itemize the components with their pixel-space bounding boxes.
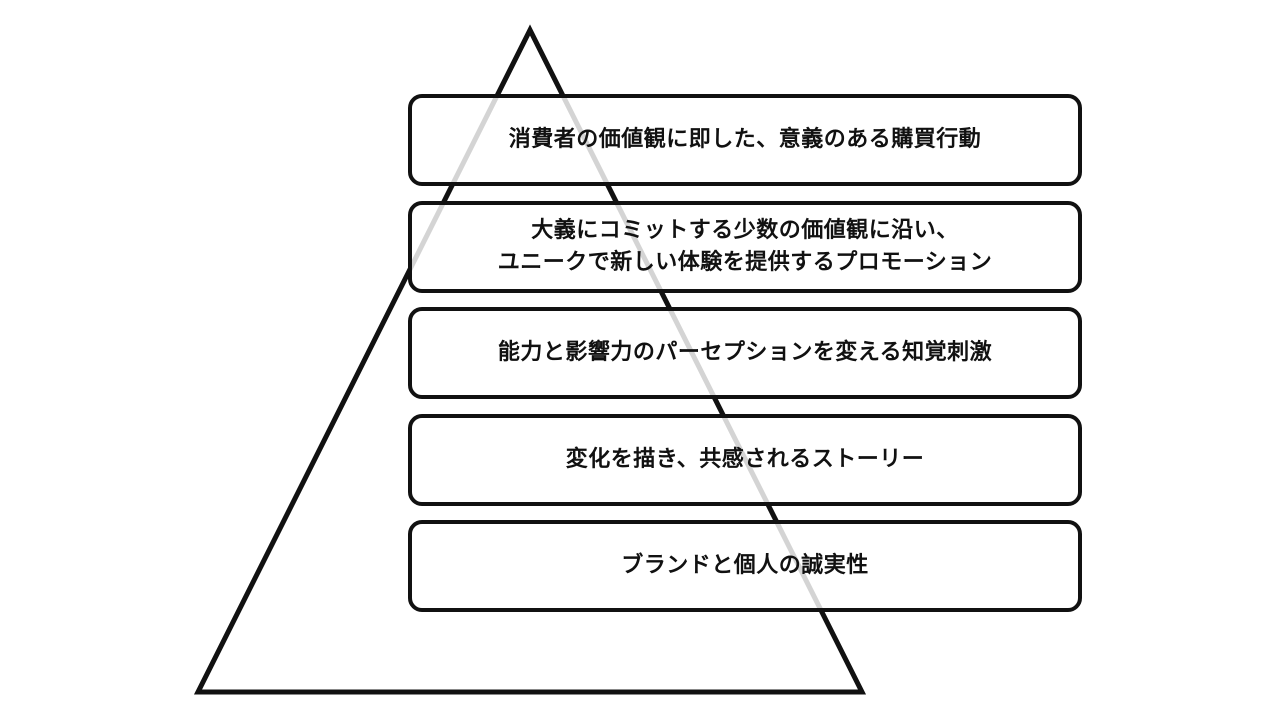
pyramid-layer-2-label: 大義にコミットする少数の価値観に沿い、 ユニークで新しい体験を提供するプロモーシ… bbox=[497, 218, 993, 275]
pyramid-layer-3-label: 能力と影響力のパーセプションを変える知覚刺激 bbox=[497, 340, 993, 365]
pyramid-layer-4: 変化を描き、共感されるストーリー bbox=[408, 414, 1082, 506]
pyramid-layer-5: ブランドと個人の誠実性 bbox=[408, 520, 1082, 612]
pyramid-layer-5-label: ブランドと個人の誠実性 bbox=[621, 553, 869, 578]
pyramid-layer-3: 能力と影響力のパーセプションを変える知覚刺激 bbox=[408, 307, 1082, 399]
pyramid-layer-4-label: 変化を描き、共感されるストーリー bbox=[565, 447, 925, 472]
pyramid-layer-1-label: 消費者の価値観に即した、意義のある購買行動 bbox=[508, 127, 982, 152]
pyramid-layer-1: 消費者の価値観に即した、意義のある購買行動 bbox=[408, 94, 1082, 186]
pyramid-layer-2: 大義にコミットする少数の価値観に沿い、 ユニークで新しい体験を提供するプロモーシ… bbox=[408, 201, 1082, 293]
